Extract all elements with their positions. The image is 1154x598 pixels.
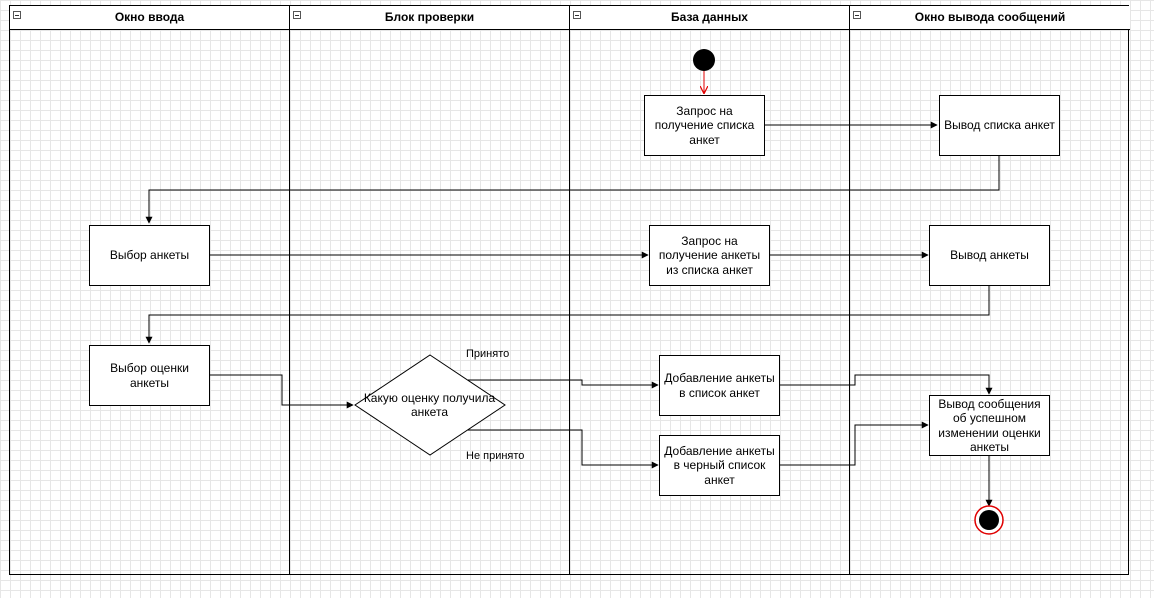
lane-header: Окно ввода — [10, 6, 289, 30]
edge-blacklist-to-success — [780, 421, 929, 466]
lane-database: База данных — [570, 6, 850, 574]
lane-header: База данных — [570, 6, 849, 30]
node-add-to-list[interactable]: Добавление анкеты в список анкет — [659, 355, 780, 416]
decision-label: Какую оценку получила анкета — [363, 390, 496, 420]
end-node — [979, 510, 999, 530]
node-request-list[interactable]: Запрос на получение списка анкет — [644, 95, 765, 156]
edge-show-list-to-select — [145, 155, 1000, 224]
collapse-icon[interactable] — [573, 11, 581, 19]
lane-header: Блок проверки — [290, 6, 569, 30]
node-show-list[interactable]: Вывод списка анкет — [939, 95, 1060, 156]
node-success-message[interactable]: Вывод сообщения об успешном изменении оц… — [929, 395, 1050, 456]
collapse-icon[interactable] — [293, 11, 301, 19]
edge-accepted — [468, 379, 659, 389]
lane-check-block: Блок проверки — [290, 6, 570, 574]
edge-show-form-to-rating — [145, 285, 990, 344]
node-select-rating[interactable]: Выбор оценки анкеты — [89, 345, 210, 406]
lane-title: Окно ввода — [114, 10, 185, 24]
edge-list-to-success — [780, 374, 993, 395]
edge-label-rejected: Не принято — [466, 450, 525, 462]
swimlane-pool: Окно ввода Блок проверки База данных Окн… — [9, 5, 1130, 575]
edge-label-accepted: Принято — [466, 348, 510, 360]
decision-node — [354, 354, 506, 456]
node-request-form[interactable]: Запрос на получение анкеты из списка анк… — [649, 225, 770, 286]
start-node — [693, 49, 715, 71]
collapse-icon[interactable] — [13, 11, 21, 19]
node-select-form[interactable]: Выбор анкеты — [89, 225, 210, 286]
lane-input-window: Окно ввода — [10, 6, 290, 574]
edge-rating-to-decision — [210, 374, 354, 409]
lane-message-output: Окно вывода сообщений — [850, 6, 1130, 574]
node-show-form[interactable]: Вывод анкеты — [929, 225, 1050, 286]
lane-title: База данных — [671, 10, 748, 24]
lane-header: Окно вывода сообщений — [850, 6, 1130, 30]
lane-title: Окно вывода сообщений — [914, 10, 1066, 24]
edge-rejected — [468, 429, 659, 469]
lane-title: Блок проверки — [384, 10, 475, 24]
node-add-to-blacklist[interactable]: Добавление анкеты в черный список анкет — [659, 435, 780, 496]
collapse-icon[interactable] — [853, 11, 861, 19]
